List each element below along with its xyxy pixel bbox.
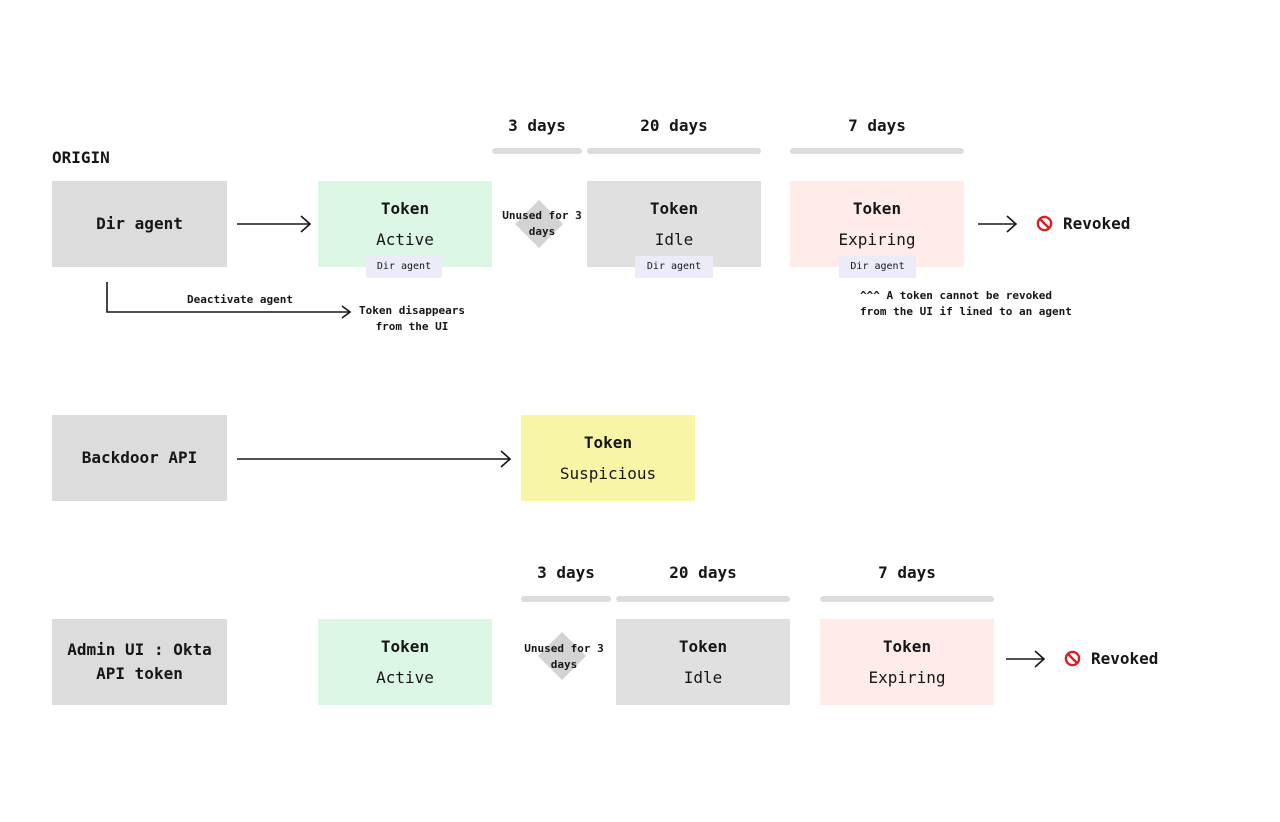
revoke-note: ^^^ A token cannot be revoked from the U… xyxy=(860,289,1072,318)
token-idle: Token Idle xyxy=(616,619,790,705)
condition-label: Unused for 3 days xyxy=(524,642,604,671)
token-title: Token xyxy=(852,198,902,218)
origin-label: Dir agent xyxy=(96,214,183,233)
deactivate-agent-label: Deactivate agent xyxy=(187,293,293,306)
token-active: Token Active xyxy=(318,181,492,267)
token-state: Idle xyxy=(654,229,694,249)
duration-bar xyxy=(587,148,761,154)
no-entry-icon xyxy=(1064,650,1081,667)
origin-label: Backdoor API xyxy=(81,448,198,467)
origin-label: Admin UI : Okta API token xyxy=(67,640,212,683)
token-suspicious: Token Suspicious xyxy=(521,415,695,501)
token-title: Token xyxy=(649,198,699,218)
duration-bar xyxy=(492,148,582,154)
duration-label: 7 days xyxy=(878,563,936,582)
no-entry-icon xyxy=(1036,215,1053,232)
duration-bar xyxy=(820,596,994,602)
origin-admin-ui: Admin UI : Okta API token xyxy=(52,619,227,705)
duration-label: 20 days xyxy=(640,116,708,135)
token-active: Token Active xyxy=(318,619,492,705)
token-state: Expiring xyxy=(838,229,916,249)
dir-agent-chip: Dir agent xyxy=(635,256,713,278)
duration-label: 3 days xyxy=(508,116,566,135)
dir-agent-chip: Dir agent xyxy=(839,256,916,278)
token-title: Token xyxy=(380,198,430,218)
token-disappears-label: Token disappears from the UI xyxy=(359,304,465,333)
token-state: Active xyxy=(376,229,434,249)
token-title: Token xyxy=(678,636,728,656)
token-title: Token xyxy=(380,636,430,656)
token-idle: Token Idle xyxy=(587,181,761,267)
revoked-label: Revoked xyxy=(1063,214,1131,233)
duration-bar xyxy=(521,596,611,602)
token-expiring: Token Expiring xyxy=(790,181,964,267)
token-title: Token xyxy=(882,636,932,656)
arrow-deactivate-agent xyxy=(106,282,349,313)
token-state: Active xyxy=(376,667,434,687)
duration-label: 7 days xyxy=(848,116,906,135)
origin-backdoor-api: Backdoor API xyxy=(52,415,227,501)
duration-label: 20 days xyxy=(669,563,737,582)
duration-label: 3 days xyxy=(537,563,595,582)
token-title: Token xyxy=(583,432,633,452)
token-expiring: Token Expiring xyxy=(820,619,994,705)
revoked-status: Revoked xyxy=(1064,649,1158,668)
origin-dir-agent: Dir agent xyxy=(52,181,227,267)
token-state: Suspicious xyxy=(559,463,657,483)
token-state: Idle xyxy=(683,667,723,687)
revoked-status: Revoked xyxy=(1036,214,1130,233)
duration-bar xyxy=(790,148,964,154)
condition-label: Unused for 3 days xyxy=(502,209,582,238)
duration-bar xyxy=(616,596,790,602)
dir-agent-chip: Dir agent xyxy=(366,256,442,278)
origin-heading: ORIGIN xyxy=(52,148,110,167)
revoked-label: Revoked xyxy=(1091,649,1159,668)
token-state: Expiring xyxy=(868,667,946,687)
